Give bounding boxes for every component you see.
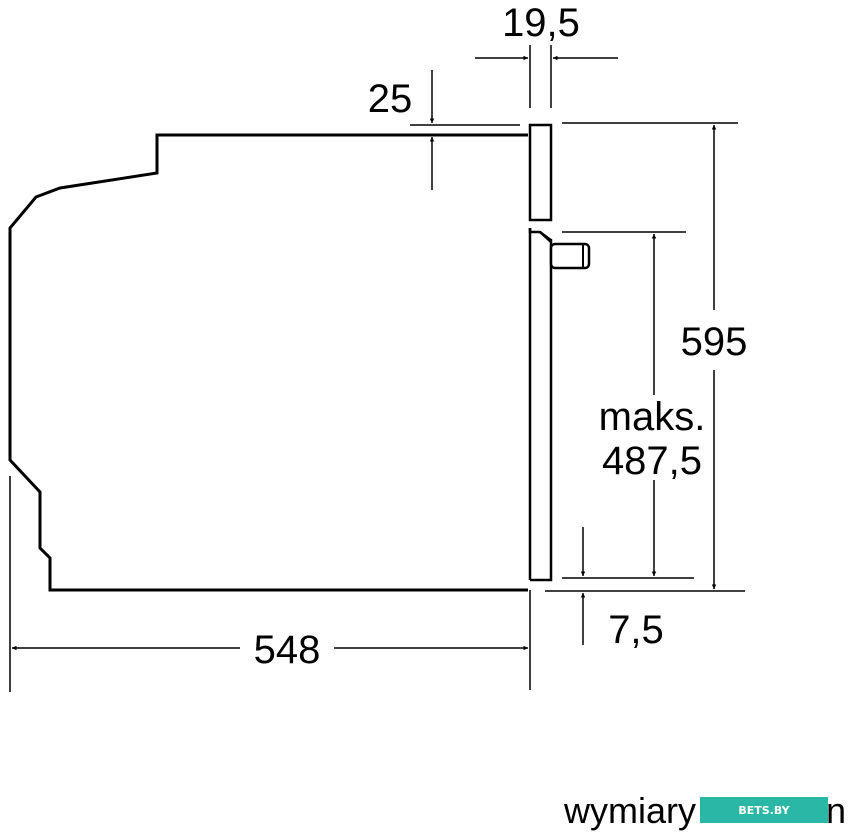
max-height-label: 487,5 bbox=[602, 439, 702, 483]
door-thickness-label: 19,5 bbox=[502, 1, 580, 45]
max-label: maks. bbox=[599, 395, 706, 439]
door-upper-panel bbox=[528, 123, 553, 222]
total-height-label: 595 bbox=[681, 320, 748, 364]
caption-text: wymiary bbox=[563, 790, 696, 831]
depth-label: 548 bbox=[254, 628, 321, 672]
caption-tail: n bbox=[826, 790, 846, 831]
watermark-banner bbox=[700, 797, 828, 823]
watermark-text: BETS.BY bbox=[738, 804, 790, 817]
oven-body-outline bbox=[8, 133, 528, 592]
bottom-offset-label: 7,5 bbox=[608, 608, 664, 652]
door-handle bbox=[549, 242, 591, 270]
top-offset-label: 25 bbox=[368, 77, 413, 121]
door-lower-panel bbox=[528, 228, 553, 582]
